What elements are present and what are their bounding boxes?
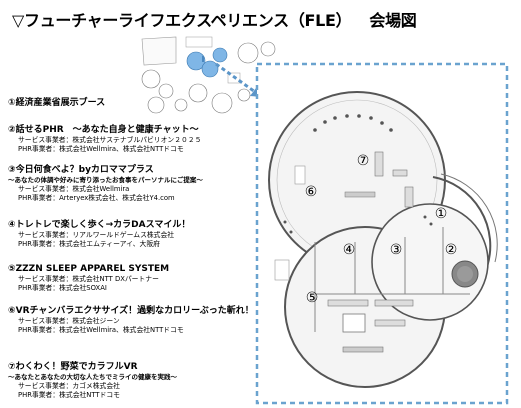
booth-marker-3: ③ <box>390 242 403 258</box>
list-item: ⑤ZZZN SLEEP APPAREL SYSTEM サービス事業者：株式会社N… <box>8 264 170 292</box>
page-title: ▽フューチャーライフエクスペリエンス（FLE） 会場図 <box>12 7 417 31</box>
list-item: ③今日何食べよ？byカロママプラス ～あなたの体調や好みに寄り添ったお食事をパー… <box>8 165 203 202</box>
booth-marker-1: ① <box>435 206 448 222</box>
booth-marker-5: ⑤ <box>306 290 319 306</box>
list-item: ⑥VRチャンバラエクササイズ！過剰なカロリーぶった斬れ！ サービス事業者：株式会… <box>8 306 254 334</box>
booth-marker-2: ② <box>445 242 458 258</box>
booth-marker-6: ⑥ <box>305 184 318 200</box>
list-item: ②話せるPHR ～あなた自身と健康チャット～ サービス事業者：株式会社サステナブ… <box>8 125 202 153</box>
list-item: ④トレトレで楽しく歩く→カラDAスマイル！ サービス事業者：リアルワールドゲーム… <box>8 220 191 248</box>
booth-marker-4: ④ <box>343 242 356 258</box>
title-text: ▽フューチャーライフエクスペリエンス（FLE） <box>12 11 352 30</box>
venue-label: 会場図 <box>369 11 417 30</box>
list-item: ①経済産業省展示ブース <box>8 98 106 108</box>
booth-marker-7: ⑦ <box>357 153 370 169</box>
list-item: ⑦わくわく！野菜でカラフルVR ～あなたとあなたの大切な人たちでミライの健康を実… <box>8 362 177 399</box>
floor-map: ⑦ ⑥ ④ ③ ② ① ⑤ <box>255 62 509 405</box>
